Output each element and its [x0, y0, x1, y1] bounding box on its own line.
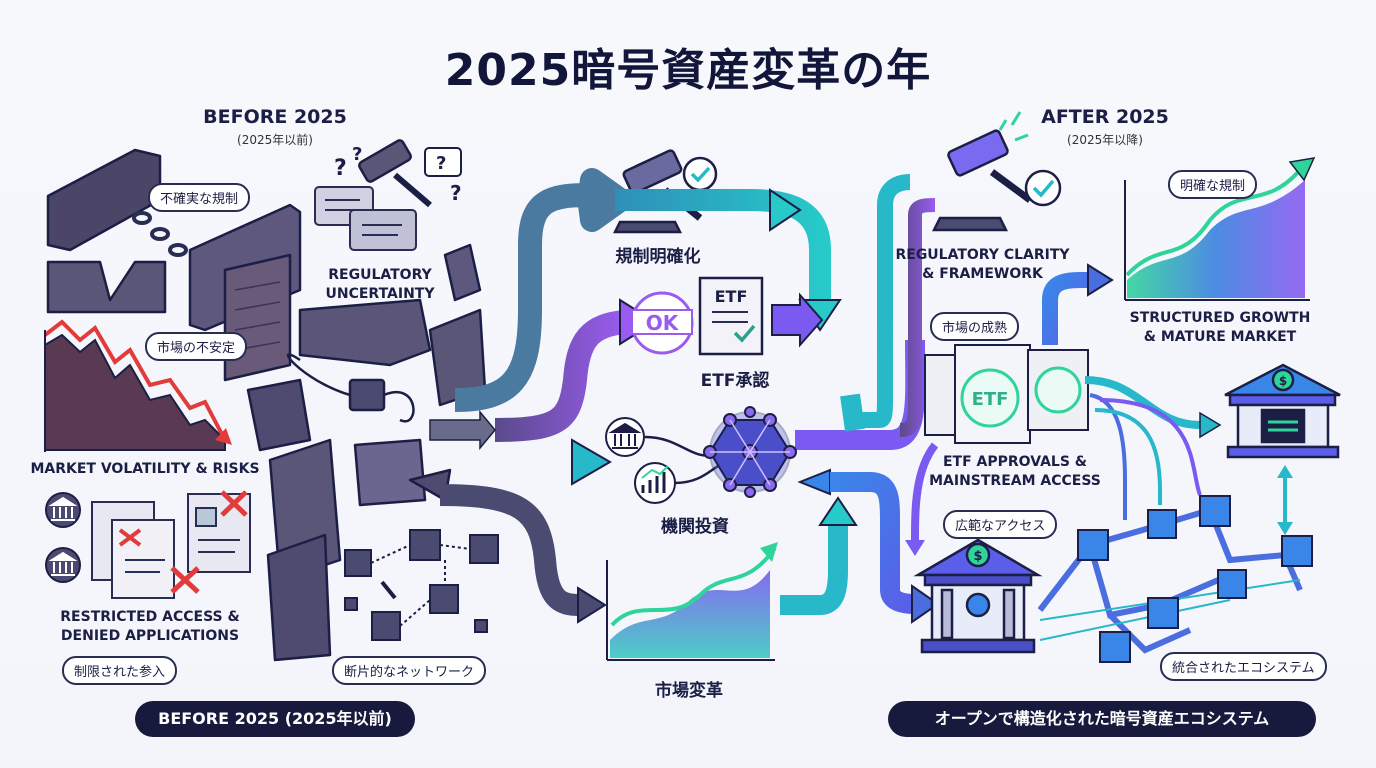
before-subheader: (2025年以前) — [237, 133, 313, 147]
bubble-market-maturity: 市場の成熟 — [930, 312, 1020, 341]
check-circle-icon — [682, 156, 718, 192]
ok-stamp-icon — [630, 291, 694, 355]
etf-document-text: ETF — [715, 287, 748, 306]
blockchain-hub-icon — [703, 406, 797, 498]
market-volatility-label: MARKET VOLATILITY & RISKS — [30, 461, 260, 477]
institutional-investment-label: 機関投資 — [661, 517, 729, 537]
after-subheader: (2025年以降) — [1067, 133, 1143, 147]
etf-arrow — [771, 292, 824, 348]
before-header: BEFORE 2025 — [203, 106, 347, 128]
bubble-uncertain-regulation: 不確実な規制 — [148, 183, 251, 212]
flow-arrow-etf-down — [905, 442, 939, 556]
flow-arrow-market — [439, 484, 607, 624]
after-footer-pill: オープンで構造化された暗号資産エコシステム — [888, 701, 1316, 737]
chat-bubbles-icon — [314, 186, 417, 251]
bank-icon — [45, 547, 81, 583]
volatility-chart — [43, 319, 232, 452]
structured-growth-chart — [1124, 157, 1316, 301]
after-header: AFTER 2025 — [1041, 106, 1169, 128]
bubble-integrated-ecosystem: 統合されたエコシステム — [1160, 652, 1327, 681]
dollar-icon: $ — [1279, 374, 1287, 388]
bubble-broad-access: 広範なアクセス — [943, 510, 1058, 539]
etf-document-icon — [698, 276, 764, 356]
ok-stamp-text: OK — [646, 311, 680, 335]
etf-approval-documents-icon — [924, 344, 1089, 444]
etf-approvals-label: ETF APPROVALS & MAINSTREAM ACCESS — [929, 454, 1101, 489]
bubble-restricted-entry: 制限された参入 — [62, 656, 178, 685]
flow-arrow-left-band — [429, 409, 496, 451]
svg-text:?: ? — [450, 181, 462, 205]
flow-arrow-market-up — [780, 468, 940, 624]
regulatory-uncertainty-label: REGULATORY UNCERTAINTY — [325, 267, 435, 302]
restricted-access-label: RESTRICTED ACCESS & DENIED APPLICATIONS — [60, 609, 240, 644]
flow-arrow-to-bank — [1084, 376, 1293, 535]
page-title: 2025暗号資産変革の年 — [444, 45, 932, 96]
gavel-uncertain-icon — [358, 139, 432, 208]
bank-exchange-icon — [1224, 363, 1341, 459]
question-mark-icon: ? — [352, 144, 362, 165]
flow-arrow-after-top — [860, 174, 936, 437]
broken-walls-group — [46, 148, 487, 662]
bank-icon — [45, 492, 81, 528]
market-transformation-label: 市場変革 — [655, 681, 723, 701]
structured-growth-label: STRUCTURED GROWTH & MATURE MARKET — [1129, 310, 1311, 345]
chain-icon — [132, 211, 188, 257]
bank-access-icon — [913, 538, 1043, 654]
regulatory-clarity-label: REGULATORY CLARITY & FRAMEWORK — [895, 247, 1070, 282]
market-transformation-chart — [606, 542, 778, 661]
svg-text:?: ? — [436, 153, 446, 174]
flow-arrow-regulation — [454, 168, 632, 412]
broken-plug-icon — [286, 353, 415, 423]
before-footer-pill: BEFORE 2025 (2025年以前) — [135, 701, 415, 737]
flow-lines-ecosystem — [1089, 393, 1202, 520]
flow-arrow-institutional — [430, 438, 612, 486]
denied-documents-icon — [91, 490, 251, 599]
bubble-fragmented-network: 断片的なネットワーク — [332, 656, 487, 685]
regulation-clarity-label: 規制明確化 — [615, 247, 701, 267]
bubble-clear-regulation: 明確な規制 — [1168, 170, 1258, 199]
growth-chart-icon — [634, 462, 676, 504]
bank-icon — [605, 417, 645, 457]
flow-arrow-hub-right — [795, 339, 926, 450]
bubble-market-instability: 市場の不安定 — [145, 332, 248, 361]
question-mark-icon: ? — [334, 156, 347, 181]
etf-approval-label: ETF承認 — [700, 371, 770, 391]
flow-arrow-etf-up — [1042, 263, 1114, 345]
dollar-icon: $ — [973, 549, 982, 564]
gavel-clarity-icon — [931, 111, 1033, 232]
fragmented-network-icon — [344, 529, 499, 641]
check-circle-icon — [1024, 169, 1062, 207]
question-bubble-icon: ? ? — [424, 147, 462, 205]
etf-stamp-text: ETF — [972, 389, 1009, 410]
blockchain-ecosystem-icon — [1037, 495, 1313, 663]
